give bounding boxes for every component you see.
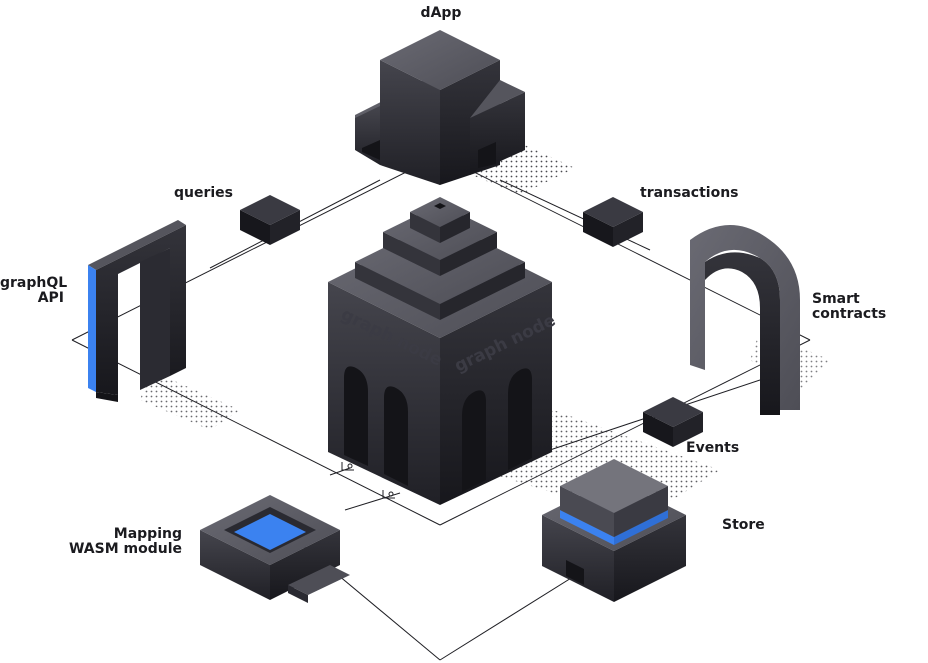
smart-contracts-label: Smart contracts bbox=[812, 291, 887, 322]
graphql-api-label: graphQL API bbox=[0, 275, 68, 306]
events-cube bbox=[643, 397, 703, 447]
smart-contracts-block bbox=[690, 225, 800, 415]
dapp-block bbox=[355, 30, 525, 185]
store-label: Store bbox=[722, 517, 765, 533]
events-label: Events bbox=[686, 440, 740, 456]
graphql-api-block bbox=[88, 220, 186, 402]
graph-node-block: graph node graph node bbox=[328, 197, 559, 505]
dapp-label: dApp bbox=[420, 5, 462, 21]
mapping-block bbox=[200, 495, 350, 603]
store-block bbox=[542, 459, 686, 602]
queries-cube bbox=[240, 195, 300, 245]
mapping-label: Mapping WASM module bbox=[68, 526, 182, 557]
transactions-cube bbox=[583, 197, 643, 247]
transactions-label: transactions bbox=[640, 185, 739, 201]
connector-icons bbox=[341, 462, 395, 499]
queries-label: queries bbox=[174, 185, 234, 201]
